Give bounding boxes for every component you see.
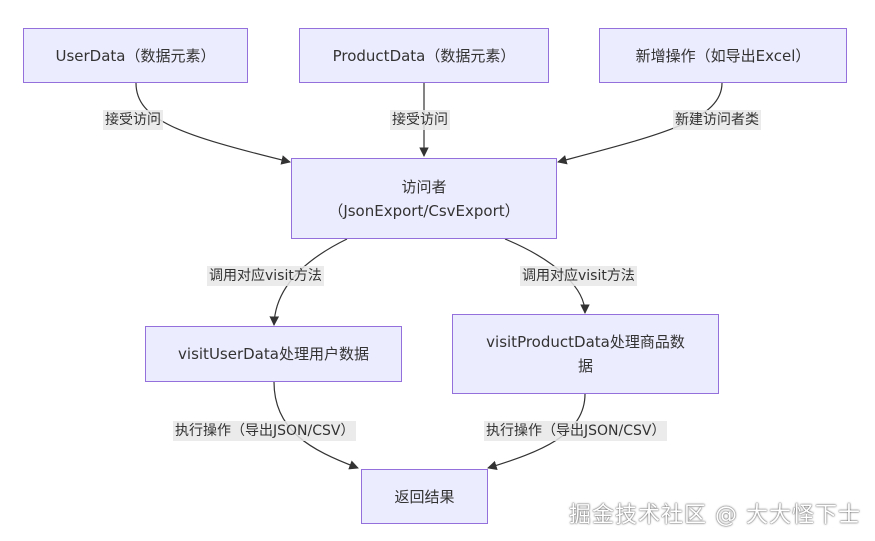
node-visit-user-data: visitUserData处理用户数据 <box>145 326 402 382</box>
node-visit-product-data: visitProductData处理商品数 据 <box>452 314 719 394</box>
node-return-result: 返回结果 <box>361 469 488 524</box>
node-new-operation-label: 新增操作（如导出Excel） <box>635 46 811 65</box>
edge-label-execute-right: 执行操作（导出JSON/CSV） <box>484 421 668 441</box>
edge-label-call-visit-left: 调用对应visit方法 <box>207 266 324 286</box>
node-visit-product-data-label-line1: visitProductData处理商品数 <box>486 333 685 351</box>
watermark-text: 掘金技术社区 @ 大大怪下士 <box>569 503 861 528</box>
node-return-result-label: 返回结果 <box>394 487 455 506</box>
node-visit-product-data-label-line2: 据 <box>577 357 593 375</box>
node-visitor: 访问者 （JsonExport/CsvExport） <box>291 158 557 239</box>
node-product-data-label: ProductData（数据元素） <box>332 46 516 65</box>
edge-label-new-visitor-class: 新建访问者类 <box>673 110 761 130</box>
node-user-data: UserData（数据元素） <box>23 28 248 83</box>
edge-label-accept-visit-left: 接受访问 <box>103 110 163 130</box>
edge-label-execute-left: 执行操作（导出JSON/CSV） <box>173 421 357 441</box>
edge-label-call-visit-right: 调用对应visit方法 <box>520 266 637 286</box>
node-visitor-label-line1: 访问者 <box>401 177 447 196</box>
node-product-data: ProductData（数据元素） <box>299 28 549 83</box>
node-user-data-label: UserData（数据元素） <box>55 46 216 65</box>
edge-user-to-visitor <box>135 82 291 165</box>
node-visitor-label-line2: （JsonExport/CsvExport） <box>328 201 520 220</box>
node-new-operation: 新增操作（如导出Excel） <box>599 28 847 83</box>
edge-label-accept-visit-mid: 接受访问 <box>390 110 450 130</box>
node-visit-user-data-label: visitUserData处理用户数据 <box>178 345 369 363</box>
